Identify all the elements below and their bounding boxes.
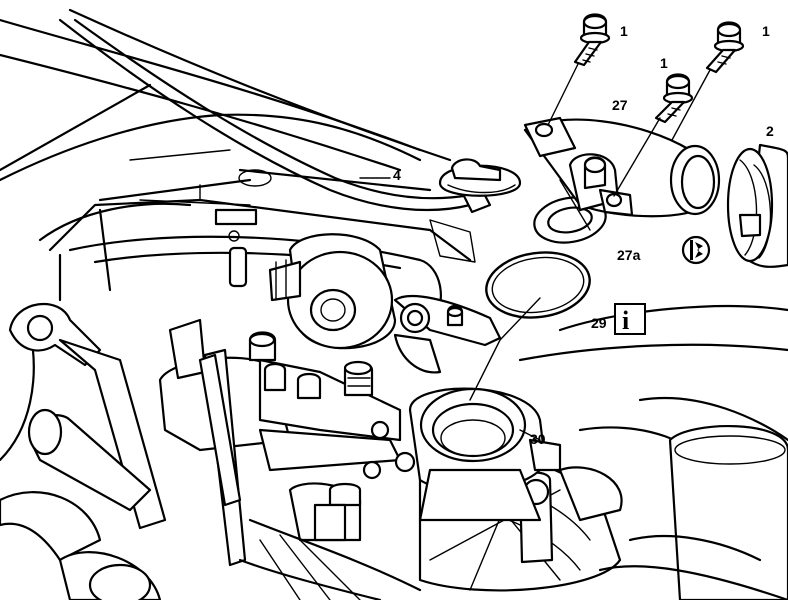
callout-bolt-1a: 1 <box>620 23 628 39</box>
callout-hose: 2 <box>766 123 774 139</box>
callout-cable: 4 <box>393 167 401 183</box>
bolt-1-middle <box>654 73 694 124</box>
callout-bolt-1b: 1 <box>660 55 668 71</box>
lower-drive-parts <box>238 482 422 600</box>
callout-thermostat-housing: 30 <box>530 431 546 447</box>
dipstick-blade <box>198 348 247 567</box>
info-symbol: i <box>622 306 629 335</box>
seal-ring <box>485 251 591 319</box>
callout-bolt-1c: 1 <box>762 23 770 39</box>
mounting-bracket <box>393 294 502 374</box>
leader-lines <box>359 63 711 441</box>
bolt-1-right <box>705 21 745 74</box>
injector-rail <box>158 318 416 480</box>
oil-filler-cap <box>438 158 522 197</box>
bolt-1-left <box>573 13 611 67</box>
housing-cover <box>523 116 721 231</box>
left-brackets <box>0 302 167 600</box>
engine-cover-outline <box>0 8 472 462</box>
callout-seal-ring: 29 <box>591 315 607 331</box>
callout-housing-cover: 27 <box>612 97 628 113</box>
thermostat-housing <box>408 387 562 522</box>
callout-gasket: 27a <box>617 247 641 263</box>
pulley-assembly <box>268 233 397 350</box>
coolant-hose <box>726 143 788 268</box>
info-icon: i <box>614 303 646 335</box>
coolant-warning-icon <box>681 235 711 265</box>
